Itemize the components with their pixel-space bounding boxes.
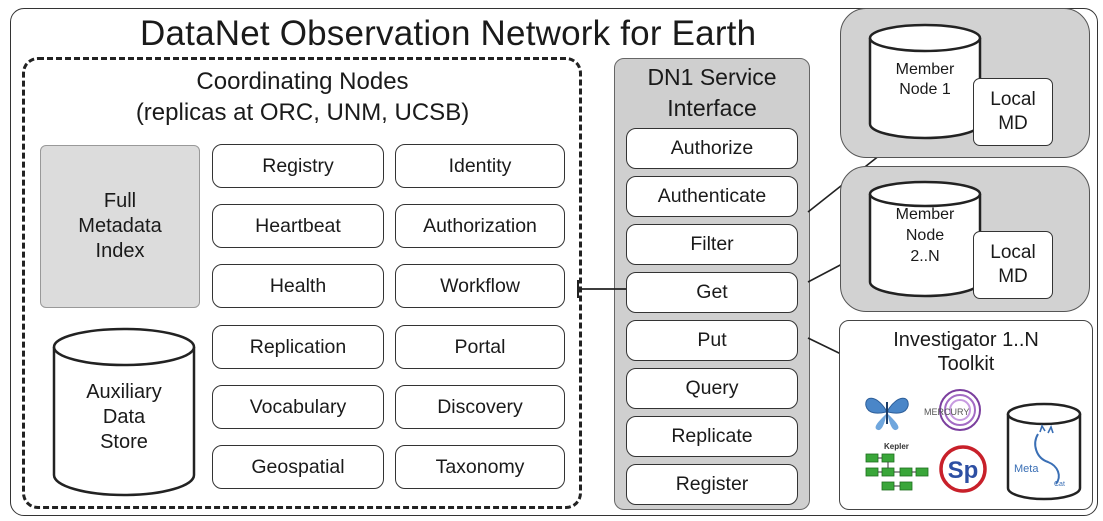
- metacat-logo: Meta Cat: [1006, 402, 1082, 501]
- service-authorization: Authorization: [395, 204, 565, 248]
- member-node-2-label-line: 2..N: [910, 248, 940, 265]
- coordinating-nodes-region: [22, 57, 582, 509]
- service-registry: Registry: [212, 144, 384, 188]
- member-node-2-label-line: Member: [895, 206, 955, 223]
- service-geospatial: Geospatial: [212, 445, 384, 489]
- interface-get: Get: [626, 272, 798, 313]
- interface-authenticate: Authenticate: [626, 176, 798, 217]
- dn1-service-interface-title: DN1 Service Interface: [614, 62, 810, 124]
- metacat-logo-subtext: Cat: [1054, 481, 1065, 488]
- investigator-toolkit-title-line1: Investigator 1..N: [893, 329, 1039, 351]
- interface-replicate: Replicate: [626, 416, 798, 457]
- interface-query: Query: [626, 368, 798, 409]
- member-node-2-label: Member Node 2..N: [880, 204, 970, 267]
- member-node-2-local-md: Local MD: [973, 231, 1053, 299]
- auxiliary-data-store-line: Store: [100, 431, 148, 453]
- full-metadata-index-line: Index: [95, 240, 145, 262]
- member-node-1-label-line: Member: [895, 61, 955, 78]
- mercury-rings-icon: [939, 389, 981, 431]
- interface-register: Register: [626, 464, 798, 505]
- coordinating-nodes-title-line2: (replicas at ORC, UNM, UCSB): [135, 99, 470, 126]
- sp-logo: Sp: [939, 445, 987, 493]
- investigator-toolkit-title: Investigator 1..N Toolkit: [839, 328, 1093, 376]
- kepler-logo: Kepler: [865, 442, 929, 491]
- service-identity: Identity: [395, 144, 565, 188]
- auxiliary-data-store-label: Auxiliary Data Store: [54, 380, 194, 455]
- sp-logo-text: Sp: [948, 457, 979, 484]
- interface-filter: Filter: [626, 224, 798, 265]
- member-node-1-local-md: Local MD: [973, 78, 1053, 146]
- auxiliary-data-store-cylinder: [52, 327, 196, 497]
- local-md-line: MD: [998, 113, 1028, 134]
- local-md-line: Local: [990, 242, 1036, 263]
- dn1-title-line1: DN1 Service: [647, 64, 777, 90]
- full-metadata-index: Full Metadata Index: [40, 145, 200, 308]
- full-metadata-index-line: Metadata: [78, 215, 162, 237]
- member-node-2-cylinder: [868, 180, 982, 298]
- put-to-investigator-line: [807, 337, 842, 355]
- diagram-title: DataNet Observation Network for Earth: [140, 14, 757, 53]
- service-vocabulary: Vocabulary: [212, 385, 384, 429]
- service-replication: Replication: [212, 325, 384, 369]
- get-to-member2-line: [807, 261, 847, 283]
- kepler-logo-text: Kepler: [884, 442, 909, 451]
- metacat-logo-text: Meta: [1014, 463, 1039, 475]
- service-discovery: Discovery: [395, 385, 565, 429]
- member-node-1-label-line: Node 1: [899, 81, 951, 98]
- investigator-toolkit-title-line2: Toolkit: [937, 353, 995, 375]
- auxiliary-data-store-line: Auxiliary: [86, 381, 162, 403]
- local-md-line: MD: [998, 266, 1028, 287]
- coordinating-nodes-title-line1: Coordinating Nodes: [196, 68, 409, 95]
- service-portal: Portal: [395, 325, 565, 369]
- member-node-1-label: Member Node 1: [880, 60, 970, 100]
- full-metadata-index-line: Full: [103, 190, 137, 212]
- mercury-logo: MERCURY: [865, 389, 981, 431]
- service-heartbeat: Heartbeat: [212, 204, 384, 248]
- member-node-1-cylinder: [868, 23, 982, 140]
- service-workflow: Workflow: [395, 264, 565, 308]
- coordinating-nodes-title: Coordinating Nodes (replicas at ORC, UNM…: [40, 66, 565, 128]
- interface-put: Put: [626, 320, 798, 361]
- service-health: Health: [212, 264, 384, 308]
- service-taxonomy: Taxonomy: [395, 445, 565, 489]
- auxiliary-data-store-line: Data: [102, 406, 146, 428]
- butterfly-icon: [865, 397, 909, 431]
- interface-authorize: Authorize: [626, 128, 798, 169]
- member-node-2-label-line: Node: [905, 227, 945, 244]
- local-md-line: Local: [990, 89, 1036, 110]
- mercury-logo-text: MERCURY: [924, 407, 969, 417]
- dn1-title-line2: Interface: [667, 95, 757, 121]
